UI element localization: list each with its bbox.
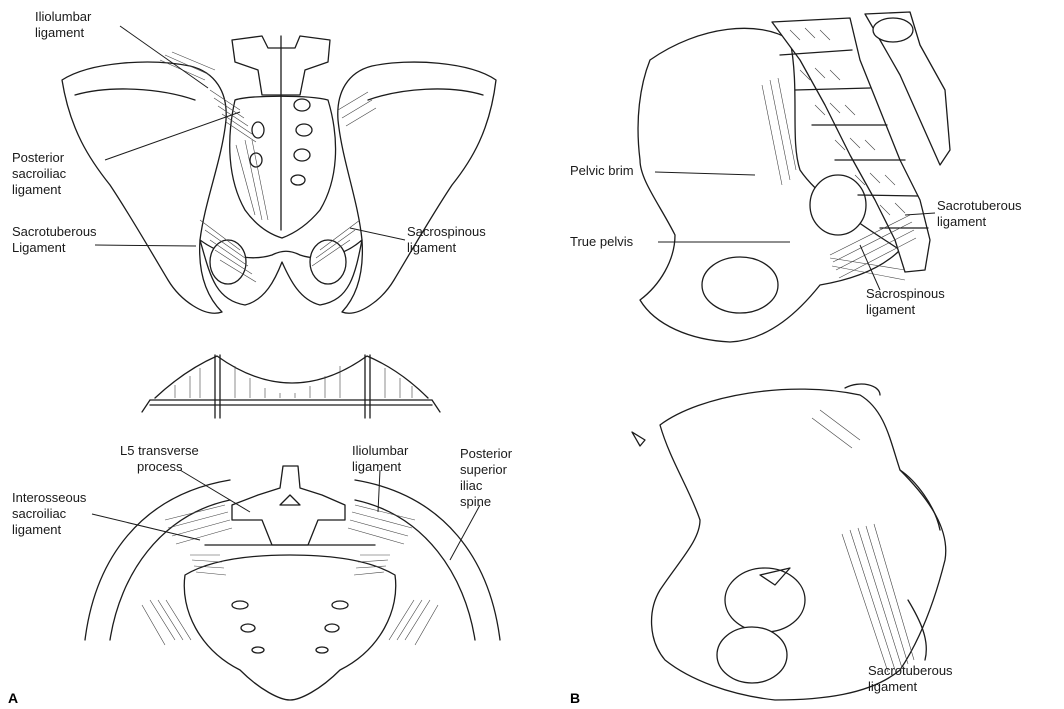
l5-sacrum-posterior (85, 466, 500, 700)
label-sacrotuberous-a-1: Sacrotuberous (12, 224, 97, 239)
right-ilium (338, 62, 496, 313)
label-sacrotuberous-b1-2: ligament (937, 214, 987, 229)
label-iliolumbar-top-1: Iliolumbar (35, 9, 92, 24)
label-sacrospinous-b-1: Sacrospinous (866, 286, 945, 301)
panel-label-a: A (8, 690, 18, 706)
label-psis-1: Posterior (460, 446, 513, 461)
label-psis-4: spine (460, 494, 491, 509)
hip-bone-outline (652, 389, 946, 700)
sacrum (230, 96, 336, 238)
label-posterior-sacroiliac-3: ligament (12, 182, 62, 197)
label-sacrotuberous-b2-2: ligament (868, 679, 918, 694)
label-sacrotuberous-a-2: Ligament (12, 240, 66, 255)
label-iliolumbar-bottom-2: ligament (352, 459, 402, 474)
label-sacrotuberous-b1-1: Sacrotuberous (937, 198, 1022, 213)
label-psis-2: superior (460, 462, 508, 477)
bridge-analogy (142, 355, 440, 418)
label-interosseous-2: sacroiliac (12, 506, 67, 521)
label-pelvic-brim: Pelvic brim (570, 163, 634, 178)
pelvis-posterior-view (62, 36, 496, 313)
label-iliolumbar-top-2: ligament (35, 25, 85, 40)
sacrum-bottom (184, 555, 396, 700)
label-true-pelvis: True pelvis (570, 234, 634, 249)
left-ilium (62, 62, 226, 313)
label-sacrotuberous-b2-1: Sacrotuberous (868, 663, 953, 678)
label-posterior-sacroiliac-1: Posterior (12, 150, 65, 165)
label-l5-transverse-1: L5 transverse (120, 443, 199, 458)
label-sacrospinous-b-2: ligament (866, 302, 916, 317)
label-interosseous-1: Interosseous (12, 490, 87, 505)
label-l5-transverse-2: process (137, 459, 183, 474)
panel-label-b: B (570, 690, 580, 706)
label-posterior-sacroiliac-2: sacroiliac (12, 166, 67, 181)
label-sacrospinous-a-2: ligament (407, 240, 457, 255)
label-sacrospinous-a-1: Sacrospinous (407, 224, 486, 239)
hip-bone-oblique (632, 384, 946, 700)
label-psis-3: iliac (460, 478, 483, 493)
label-iliolumbar-bottom-1: Iliolumbar (352, 443, 409, 458)
label-interosseous-3: ligament (12, 522, 62, 537)
